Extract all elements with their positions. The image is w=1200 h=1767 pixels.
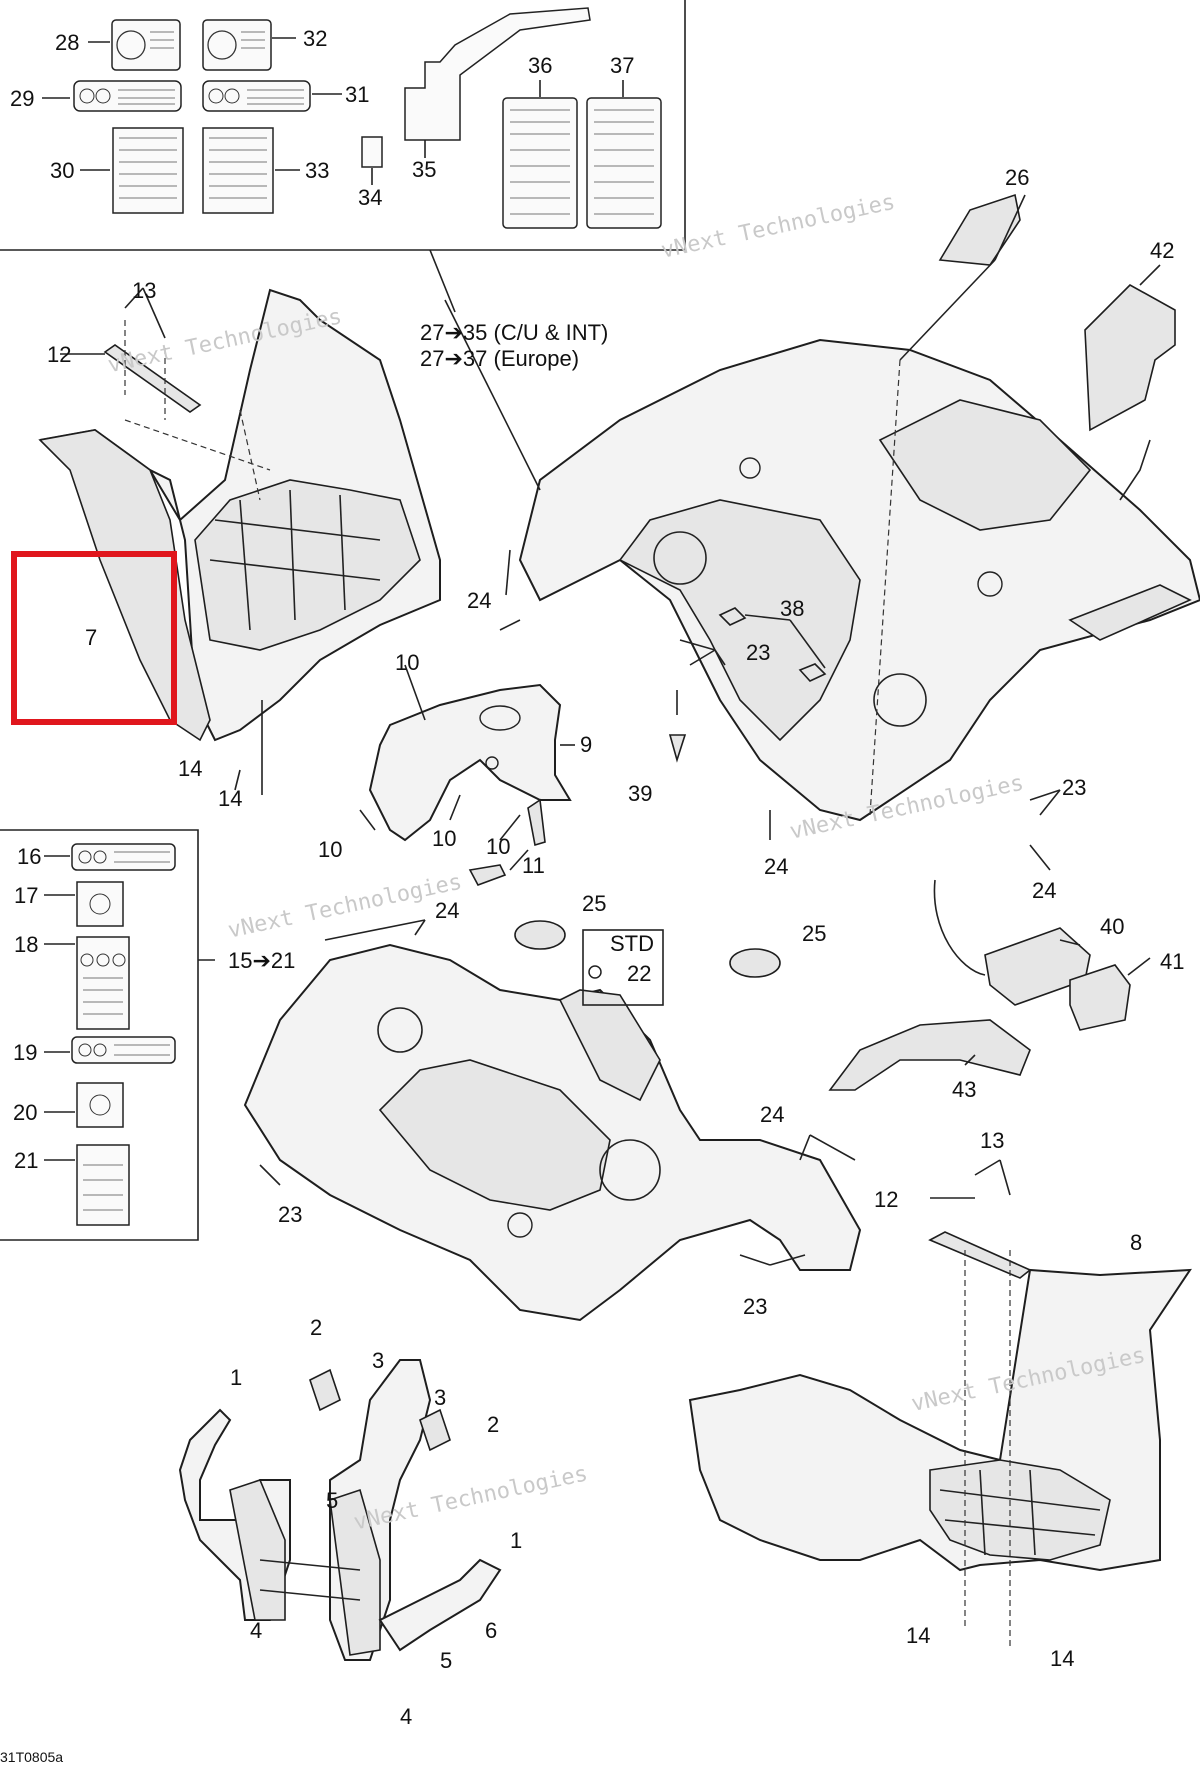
callout-42: 42 <box>1150 238 1174 263</box>
rear-body-panel <box>243 943 862 1322</box>
callout-15-21: 15➔21 <box>228 948 295 973</box>
callout-6: 6 <box>485 1618 497 1643</box>
callout-9: 9 <box>580 732 592 757</box>
callout-43: 43 <box>952 1077 976 1102</box>
callout-1-b: 1 <box>510 1528 522 1553</box>
callout-24-a: 24 <box>467 588 491 613</box>
callout-36: 36 <box>528 53 552 78</box>
callout-35: 35 <box>412 157 436 182</box>
callout-19: 19 <box>13 1040 37 1065</box>
part-25-cap-b <box>729 948 781 978</box>
callout-21: 21 <box>14 1148 38 1173</box>
part-43-strip <box>828 1019 1031 1091</box>
part-9-bracket <box>368 683 575 842</box>
callout-14-a: 14 <box>178 756 202 781</box>
callout-23-d: 23 <box>743 1294 767 1319</box>
callout-40: 40 <box>1100 914 1124 939</box>
callout-16: 16 <box>17 844 41 869</box>
callout-12-left: 12 <box>47 342 71 367</box>
bumper-assembly <box>178 1359 502 1661</box>
decal-kit-box-left <box>0 829 215 1241</box>
callout-25-a: 25 <box>582 891 606 916</box>
callout-5-a: 5 <box>326 1488 338 1513</box>
callout-7: 7 <box>85 625 97 650</box>
callout-25-b: 25 <box>802 921 826 946</box>
callout-12-right: 12 <box>874 1187 898 1212</box>
right-rear-fender <box>688 1268 1192 1572</box>
callout-41: 41 <box>1160 949 1184 974</box>
callout-8: 8 <box>1130 1230 1142 1255</box>
callout-13-right: 13 <box>980 1128 1004 1153</box>
part-38-plug-2 <box>798 663 827 682</box>
callout-27-37: 27➔37 (Europe) <box>420 346 579 371</box>
callout-28: 28 <box>55 30 79 55</box>
callout-22: 22 <box>627 961 651 986</box>
diagram-code: 31T0805a <box>0 1749 63 1765</box>
watermark-line: vNext Technologies <box>659 190 897 264</box>
callout-2-a: 2 <box>310 1315 322 1340</box>
callout-4-b: 4 <box>400 1704 412 1729</box>
callout-24-c: 24 <box>1032 878 1056 903</box>
callout-37: 37 <box>610 53 634 78</box>
callout-30: 30 <box>50 158 74 183</box>
callout-10-b: 10 <box>318 837 342 862</box>
part-11-bracket <box>468 798 546 886</box>
callout-27-35: 27➔35 (C/U & INT) <box>420 320 608 345</box>
callout-20: 20 <box>13 1100 37 1125</box>
callout-26: 26 <box>1005 165 1029 190</box>
callout-11: 11 <box>522 853 545 878</box>
callout-13-left: 13 <box>132 278 156 303</box>
callout-18: 18 <box>14 932 38 957</box>
callout-1-a: 1 <box>230 1365 242 1390</box>
callout-14-d: 14 <box>1050 1646 1074 1671</box>
decal-kit-box-top <box>0 0 686 251</box>
callout-38: 38 <box>780 596 804 621</box>
callout-34: 34 <box>358 185 382 210</box>
footrest-grip-left <box>60 287 271 501</box>
callout-32: 32 <box>303 26 327 51</box>
part-42-panel <box>1084 284 1176 432</box>
part-38-plug <box>718 607 747 626</box>
watermark-line: vNext Technologies <box>226 870 464 944</box>
callout-2-b: 2 <box>487 1412 499 1437</box>
callout-31: 31 <box>345 82 369 107</box>
callout-10-a: 10 <box>395 650 419 675</box>
callout-3-b: 3 <box>434 1385 446 1410</box>
callout-24-b: 24 <box>764 854 788 879</box>
callout-4-a: 4 <box>250 1618 262 1643</box>
std-box <box>582 929 664 1006</box>
callout-14-c: 14 <box>906 1623 930 1648</box>
callout-24-e: 24 <box>760 1102 784 1127</box>
callout-33: 33 <box>305 158 329 183</box>
callout-24-d: 24 <box>435 898 459 923</box>
callout-23-b: 23 <box>1062 775 1086 800</box>
callout-14-b: 14 <box>218 786 242 811</box>
footrest-grip-right <box>928 1231 1032 1279</box>
callout-39: 39 <box>628 781 652 806</box>
part-25-cap-a <box>514 920 566 950</box>
callout-23-c: 23 <box>278 1202 302 1227</box>
callout-23-a: 23 <box>746 640 770 665</box>
callout-17: 17 <box>14 883 38 908</box>
callout-10-c: 10 <box>432 826 456 851</box>
callout-3-a: 3 <box>372 1348 384 1373</box>
highlight-box <box>11 551 177 725</box>
part-41-block <box>1069 964 1131 1031</box>
part-39-tip <box>668 734 687 763</box>
callout-10-d: 10 <box>486 834 510 859</box>
left-front-fender <box>38 288 441 742</box>
std-label: STD <box>610 931 654 956</box>
callout-labels: 28 32 29 31 30 33 34 35 36 37 26 42 27➔3… <box>0 26 1184 1765</box>
callout-5-b: 5 <box>440 1648 452 1673</box>
callout-29: 29 <box>10 86 34 111</box>
